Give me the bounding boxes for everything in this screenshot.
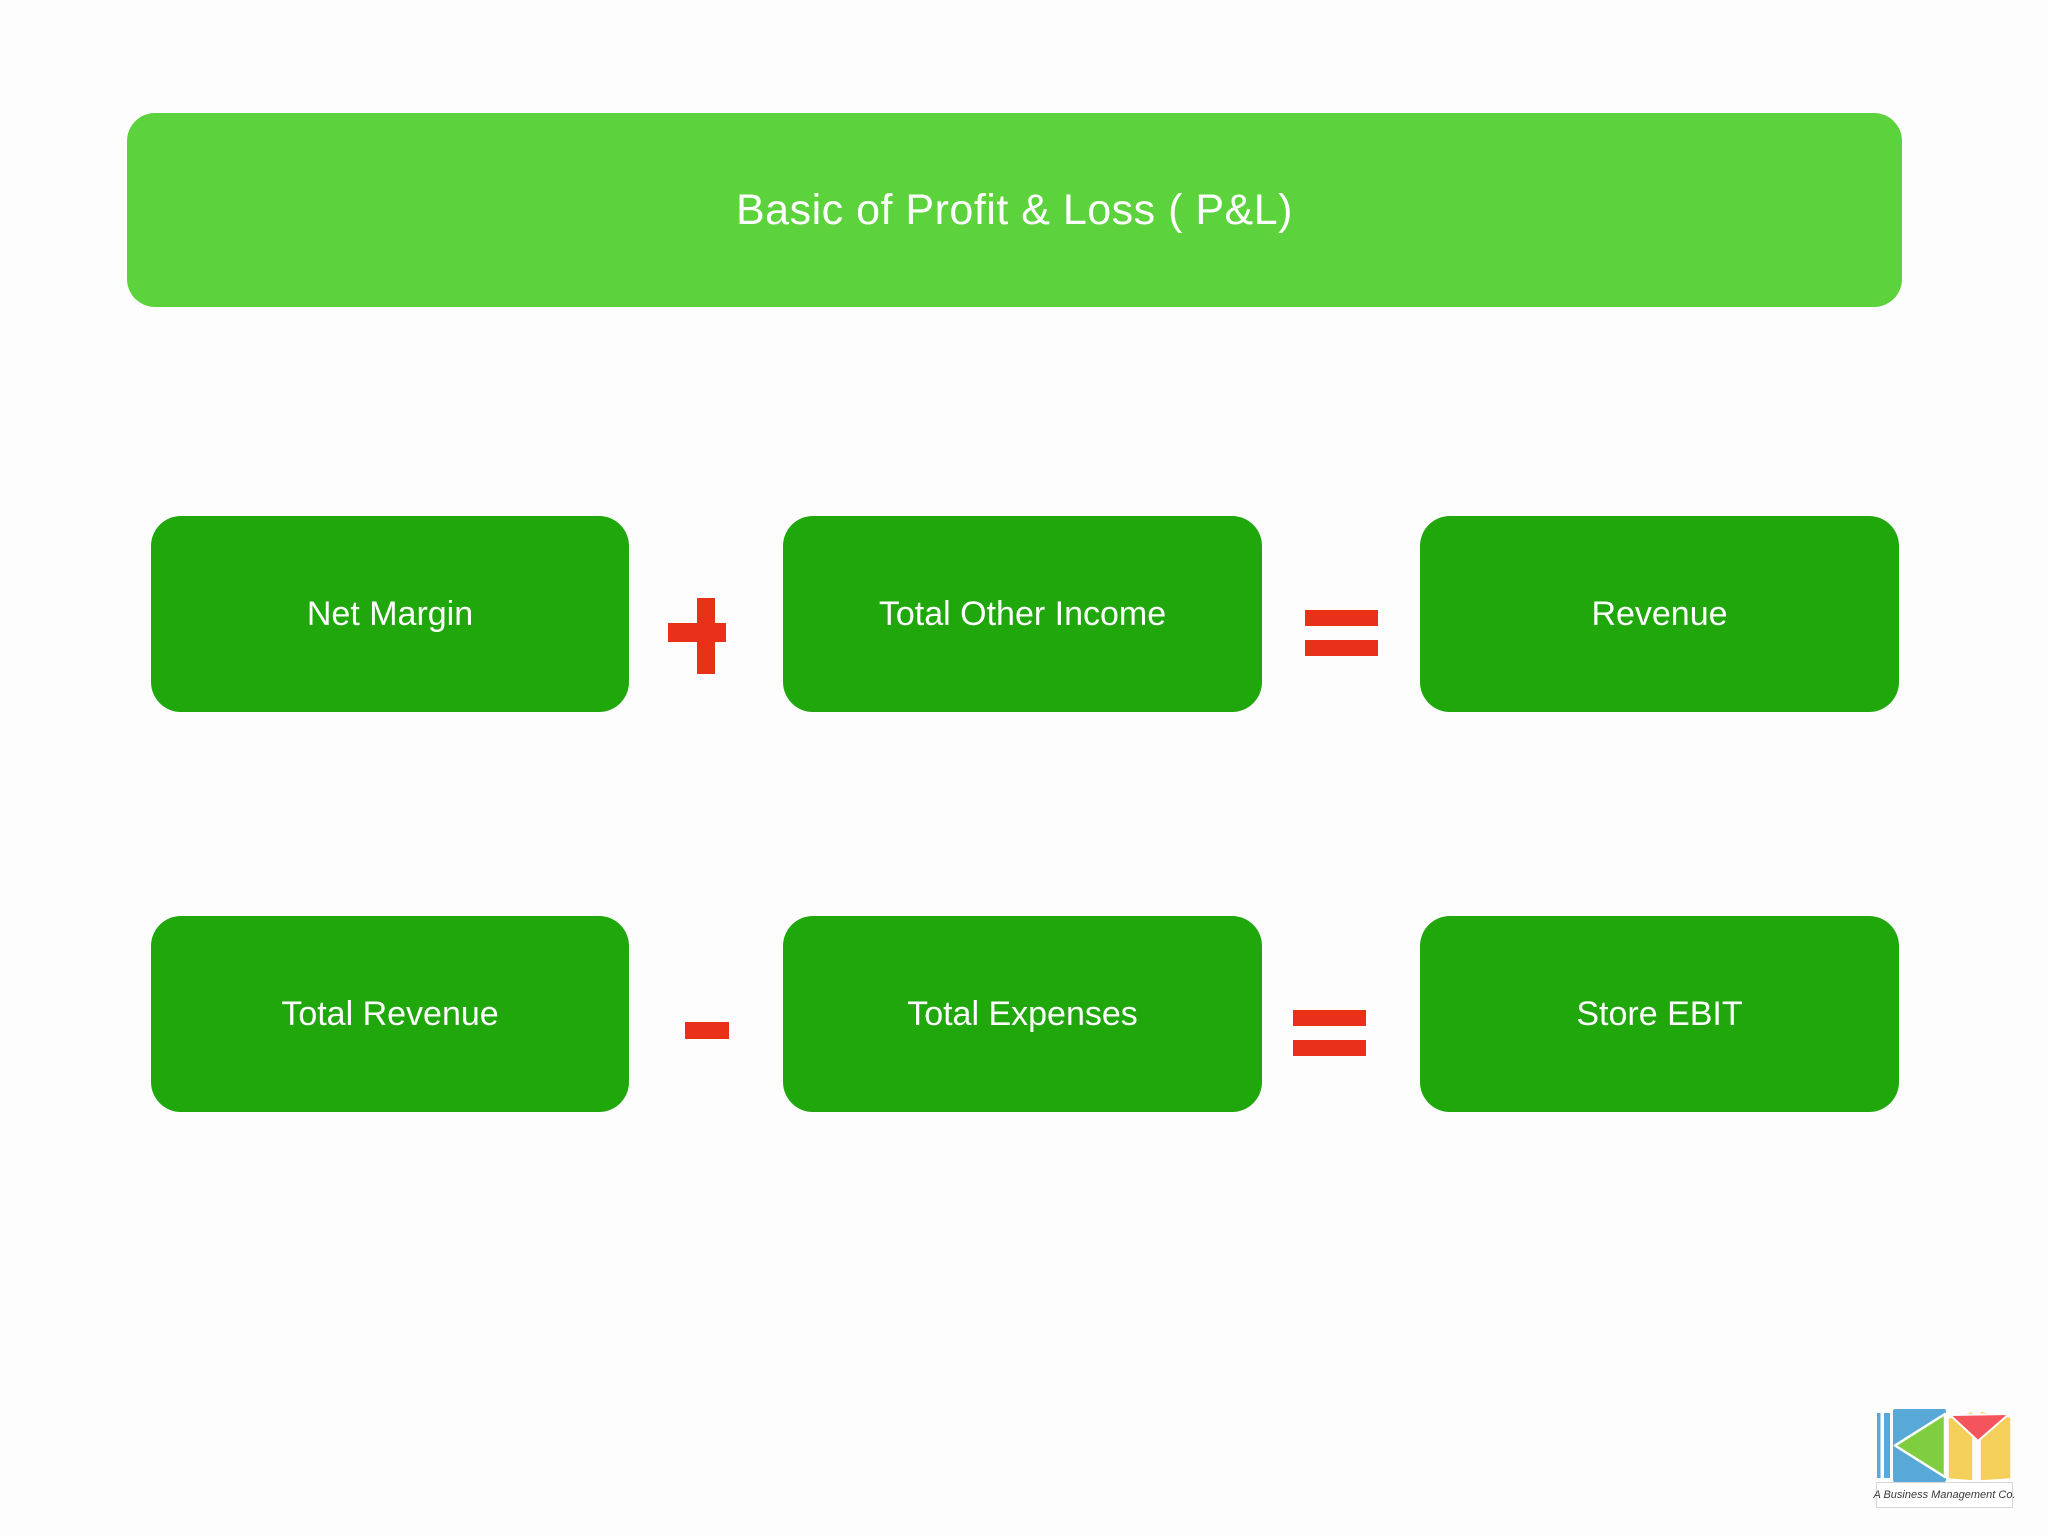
title-banner: Basic of Profit & Loss ( P&L) bbox=[127, 113, 1902, 307]
box-total-revenue: Total Revenue bbox=[151, 916, 629, 1112]
box-total-other-income-label: Total Other Income bbox=[878, 594, 1167, 633]
box-total-other-income: Total Other Income bbox=[783, 516, 1262, 712]
logo-caption: A Business Management Co. bbox=[1873, 1482, 2016, 1508]
equals-operator-icon bbox=[1305, 610, 1378, 656]
box-total-expenses: Total Expenses bbox=[783, 916, 1262, 1112]
box-store-ebit: Store EBIT bbox=[1420, 916, 1899, 1112]
equals-operator-icon bbox=[1293, 1010, 1366, 1056]
box-net-margin: Net Margin bbox=[151, 516, 629, 712]
logo: A Business Management Co. bbox=[1873, 1409, 2016, 1508]
box-revenue: Revenue bbox=[1420, 516, 1899, 712]
box-total-revenue-label: Total Revenue bbox=[281, 994, 499, 1033]
plus-operator-icon bbox=[668, 598, 726, 674]
box-store-ebit-label: Store EBIT bbox=[1576, 994, 1743, 1033]
box-net-margin-label: Net Margin bbox=[306, 594, 474, 633]
km-logo-icon bbox=[1877, 1409, 2012, 1482]
slide-title: Basic of Profit & Loss ( P&L) bbox=[736, 185, 1293, 234]
minus-operator-icon bbox=[685, 1022, 729, 1039]
box-total-expenses-label: Total Expenses bbox=[907, 994, 1138, 1033]
box-revenue-label: Revenue bbox=[1591, 594, 1728, 633]
